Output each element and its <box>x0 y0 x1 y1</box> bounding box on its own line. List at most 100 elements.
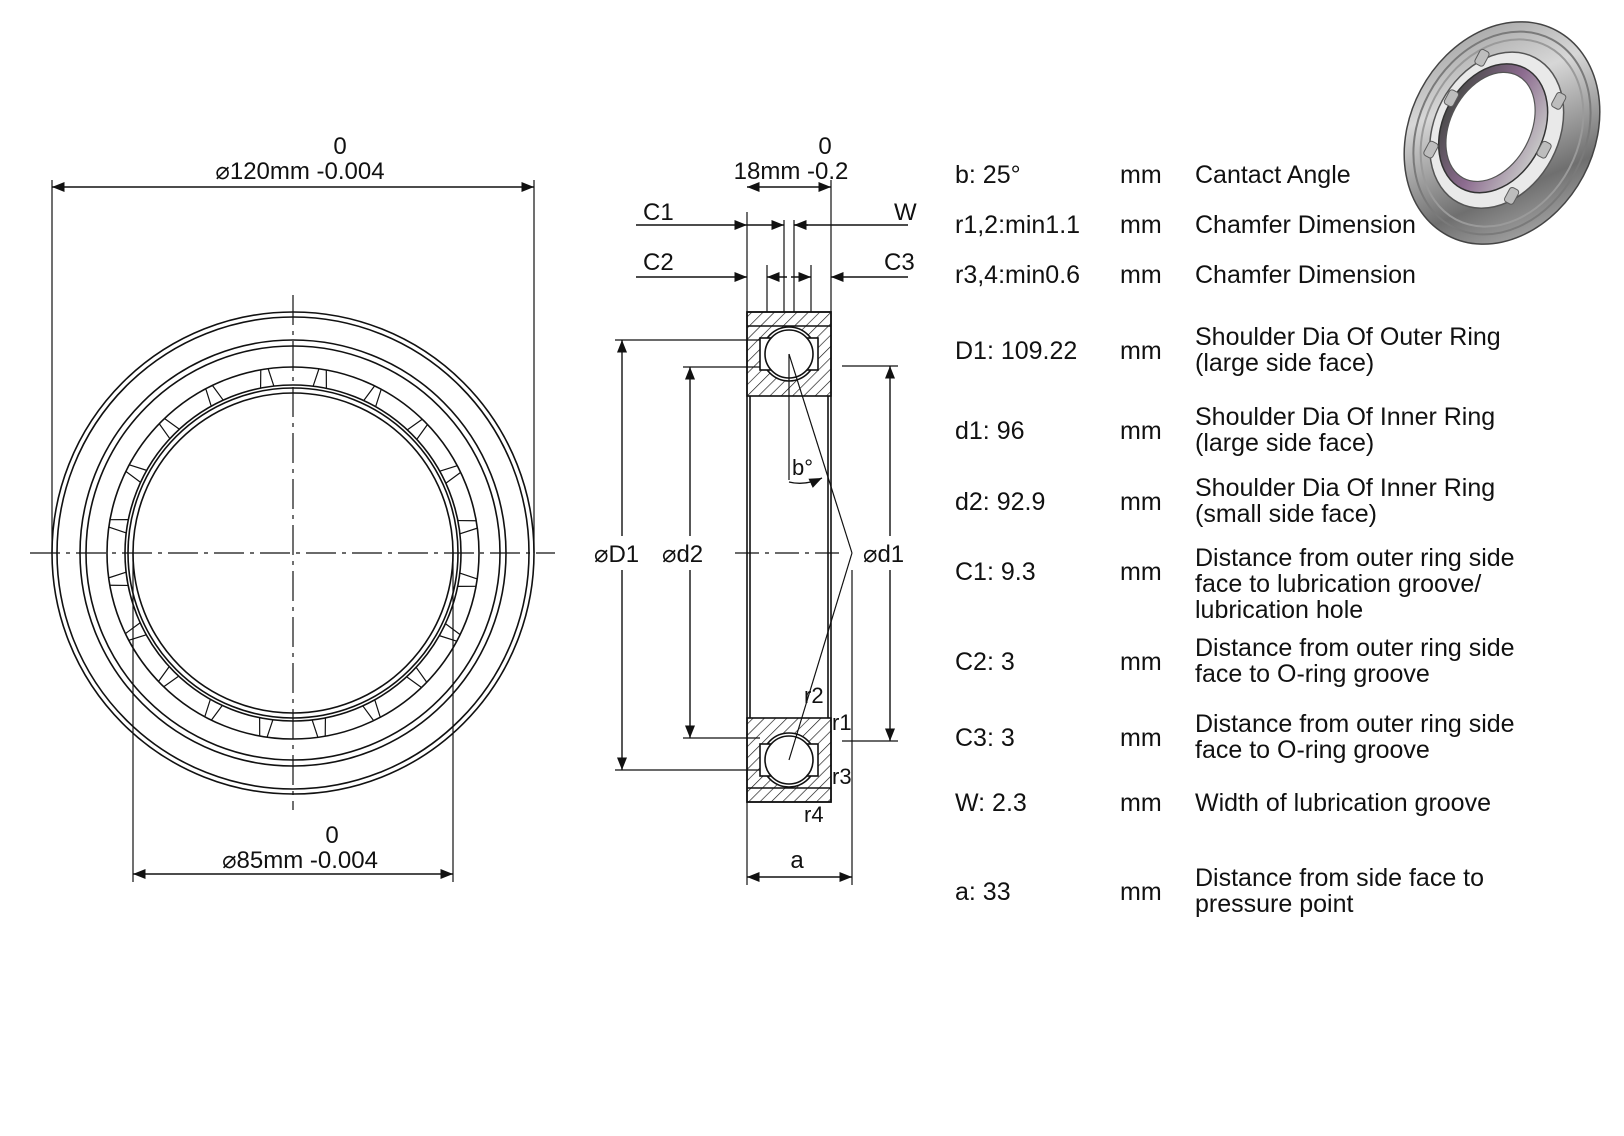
d1-label: ⌀d1 <box>863 541 904 568</box>
a-label: a <box>790 847 804 874</box>
r4-label: r4 <box>804 802 824 827</box>
spec-row: r1,2:min1.1 mm Chamfer Dimension <box>955 212 1595 282</box>
spec-row: W: 2.3 mm Width of lubrication groove <box>955 790 1595 860</box>
spec-description: Shoulder Dia Of Inner Ring(large side fa… <box>1195 404 1615 456</box>
cage-pocket <box>204 699 223 721</box>
width-upper-tolerance: 0 <box>818 133 831 160</box>
contact-line-top <box>788 353 853 554</box>
spec-value: b: 25° <box>955 161 1021 189</box>
cage-pocket <box>205 385 224 407</box>
spec-value: r3,4:min0.6 <box>955 261 1081 289</box>
inner-diameter-label: ⌀85mm -0.004 <box>222 847 378 874</box>
spec-description-line: Cantact Angle <box>1195 161 1351 189</box>
spec-description: Chamfer Dimension <box>1195 212 1615 238</box>
spec-unit: mm <box>1120 558 1162 586</box>
spec-description-line: Distance from outer ring side <box>1195 634 1515 662</box>
spec-unit: mm <box>1120 724 1162 752</box>
cage-pocket <box>406 418 428 440</box>
c1-label: C1 <box>643 199 674 226</box>
spec-unit: mm <box>1120 161 1162 189</box>
spec-description-line: face to lubrication groove/ <box>1195 570 1482 598</box>
c3-label: C3 <box>884 249 915 276</box>
spec-description-line: (large side face) <box>1195 429 1375 457</box>
spec-value: C1: 9.3 <box>955 558 1036 586</box>
spec-value: C2: 3 <box>955 648 1015 676</box>
spec-value: D1: 109.22 <box>955 337 1078 365</box>
outer-diameter-label: ⌀120mm -0.004 <box>215 158 384 185</box>
cage-pocket <box>158 666 180 688</box>
spec-description-line: Shoulder Dia Of Inner Ring <box>1195 403 1496 431</box>
cage-pocket <box>125 622 147 641</box>
outer-upper-tolerance: 0 <box>333 133 346 160</box>
cage-pocket <box>439 465 461 484</box>
section-view <box>615 180 908 885</box>
spec-unit: mm <box>1120 488 1162 516</box>
w-label: W <box>894 199 917 226</box>
spec-value: d2: 92.9 <box>955 488 1046 516</box>
spec-unit: mm <box>1120 337 1162 365</box>
spec-description-line: Distance from side face to <box>1195 864 1485 892</box>
spec-description-line: face to O-ring groove <box>1195 736 1430 764</box>
spec-description-line: (large side face) <box>1195 349 1375 377</box>
contact-line-bottom <box>788 552 853 761</box>
r2-label: r2 <box>804 683 824 708</box>
cage-pocket <box>125 464 147 483</box>
spec-description: Width of lubrication groove <box>1195 790 1615 816</box>
cage-pocket <box>363 385 382 407</box>
spec-description-line: Distance from outer ring side <box>1195 710 1515 738</box>
cage-pocket <box>259 368 275 389</box>
spec-description: Cantact Angle <box>1195 162 1615 188</box>
spec-unit: mm <box>1120 648 1162 676</box>
spec-description-line: Shoulder Dia Of Outer Ring <box>1195 323 1501 351</box>
spec-description-line: Width of lubrication groove <box>1195 789 1491 817</box>
cage-pocket <box>158 418 180 440</box>
cage-pockets <box>108 368 478 738</box>
contact-angle-arc <box>788 477 823 488</box>
spec-row: D1: 109.22 mm Shoulder Dia Of Outer Ring(l… <box>955 324 1595 394</box>
spec-value: r1,2:min1.1 <box>955 211 1081 239</box>
cage-pocket <box>457 519 478 535</box>
spec-row: d2: 92.9 mm Shoulder Dia Of Inner Ring(sma… <box>955 475 1595 545</box>
spec-description: Shoulder Dia Of Outer Ring(large side fa… <box>1195 324 1615 376</box>
spec-value: d1: 96 <box>955 417 1025 445</box>
spec-unit: mm <box>1120 211 1162 239</box>
spec-value: C3: 3 <box>955 724 1015 752</box>
c2-label: C2 <box>643 249 674 276</box>
cage-pocket <box>108 519 129 534</box>
cage-pocket <box>259 717 274 738</box>
spec-description-line: Chamfer Dimension <box>1195 211 1416 239</box>
contact-angle-label: b° <box>792 455 813 480</box>
cage-pocket <box>108 571 129 587</box>
spec-row: d1: 96 mm Shoulder Dia Of Inner Ring(large… <box>955 404 1595 474</box>
d1-outer-label: ⌀D1 <box>594 541 639 568</box>
spec-description-line: Shoulder Dia Of Inner Ring <box>1195 474 1496 502</box>
spec-description-line: pressure point <box>1195 890 1354 918</box>
spec-unit: mm <box>1120 417 1162 445</box>
spec-description-line: face to O-ring groove <box>1195 660 1430 688</box>
d2-label: ⌀d2 <box>662 541 703 568</box>
r3-label: r3 <box>832 764 852 789</box>
spec-description-line: Distance from outer ring side <box>1195 544 1515 572</box>
spec-description-line: (small side face) <box>1195 500 1377 528</box>
spec-description-line: Chamfer Dimension <box>1195 261 1416 289</box>
spec-value: W: 2.3 <box>955 789 1027 817</box>
spec-unit: mm <box>1120 789 1162 817</box>
spec-value: a: 33 <box>955 878 1011 906</box>
spec-description-line: lubrication hole <box>1195 596 1364 624</box>
cage-pocket <box>457 572 478 587</box>
spec-description: Shoulder Dia Of Inner Ring(small side fa… <box>1195 475 1615 527</box>
cage-pocket <box>362 699 381 721</box>
cage-pocket <box>439 623 461 642</box>
spec-unit: mm <box>1120 878 1162 906</box>
width-label: 18mm -0.2 <box>734 158 849 185</box>
